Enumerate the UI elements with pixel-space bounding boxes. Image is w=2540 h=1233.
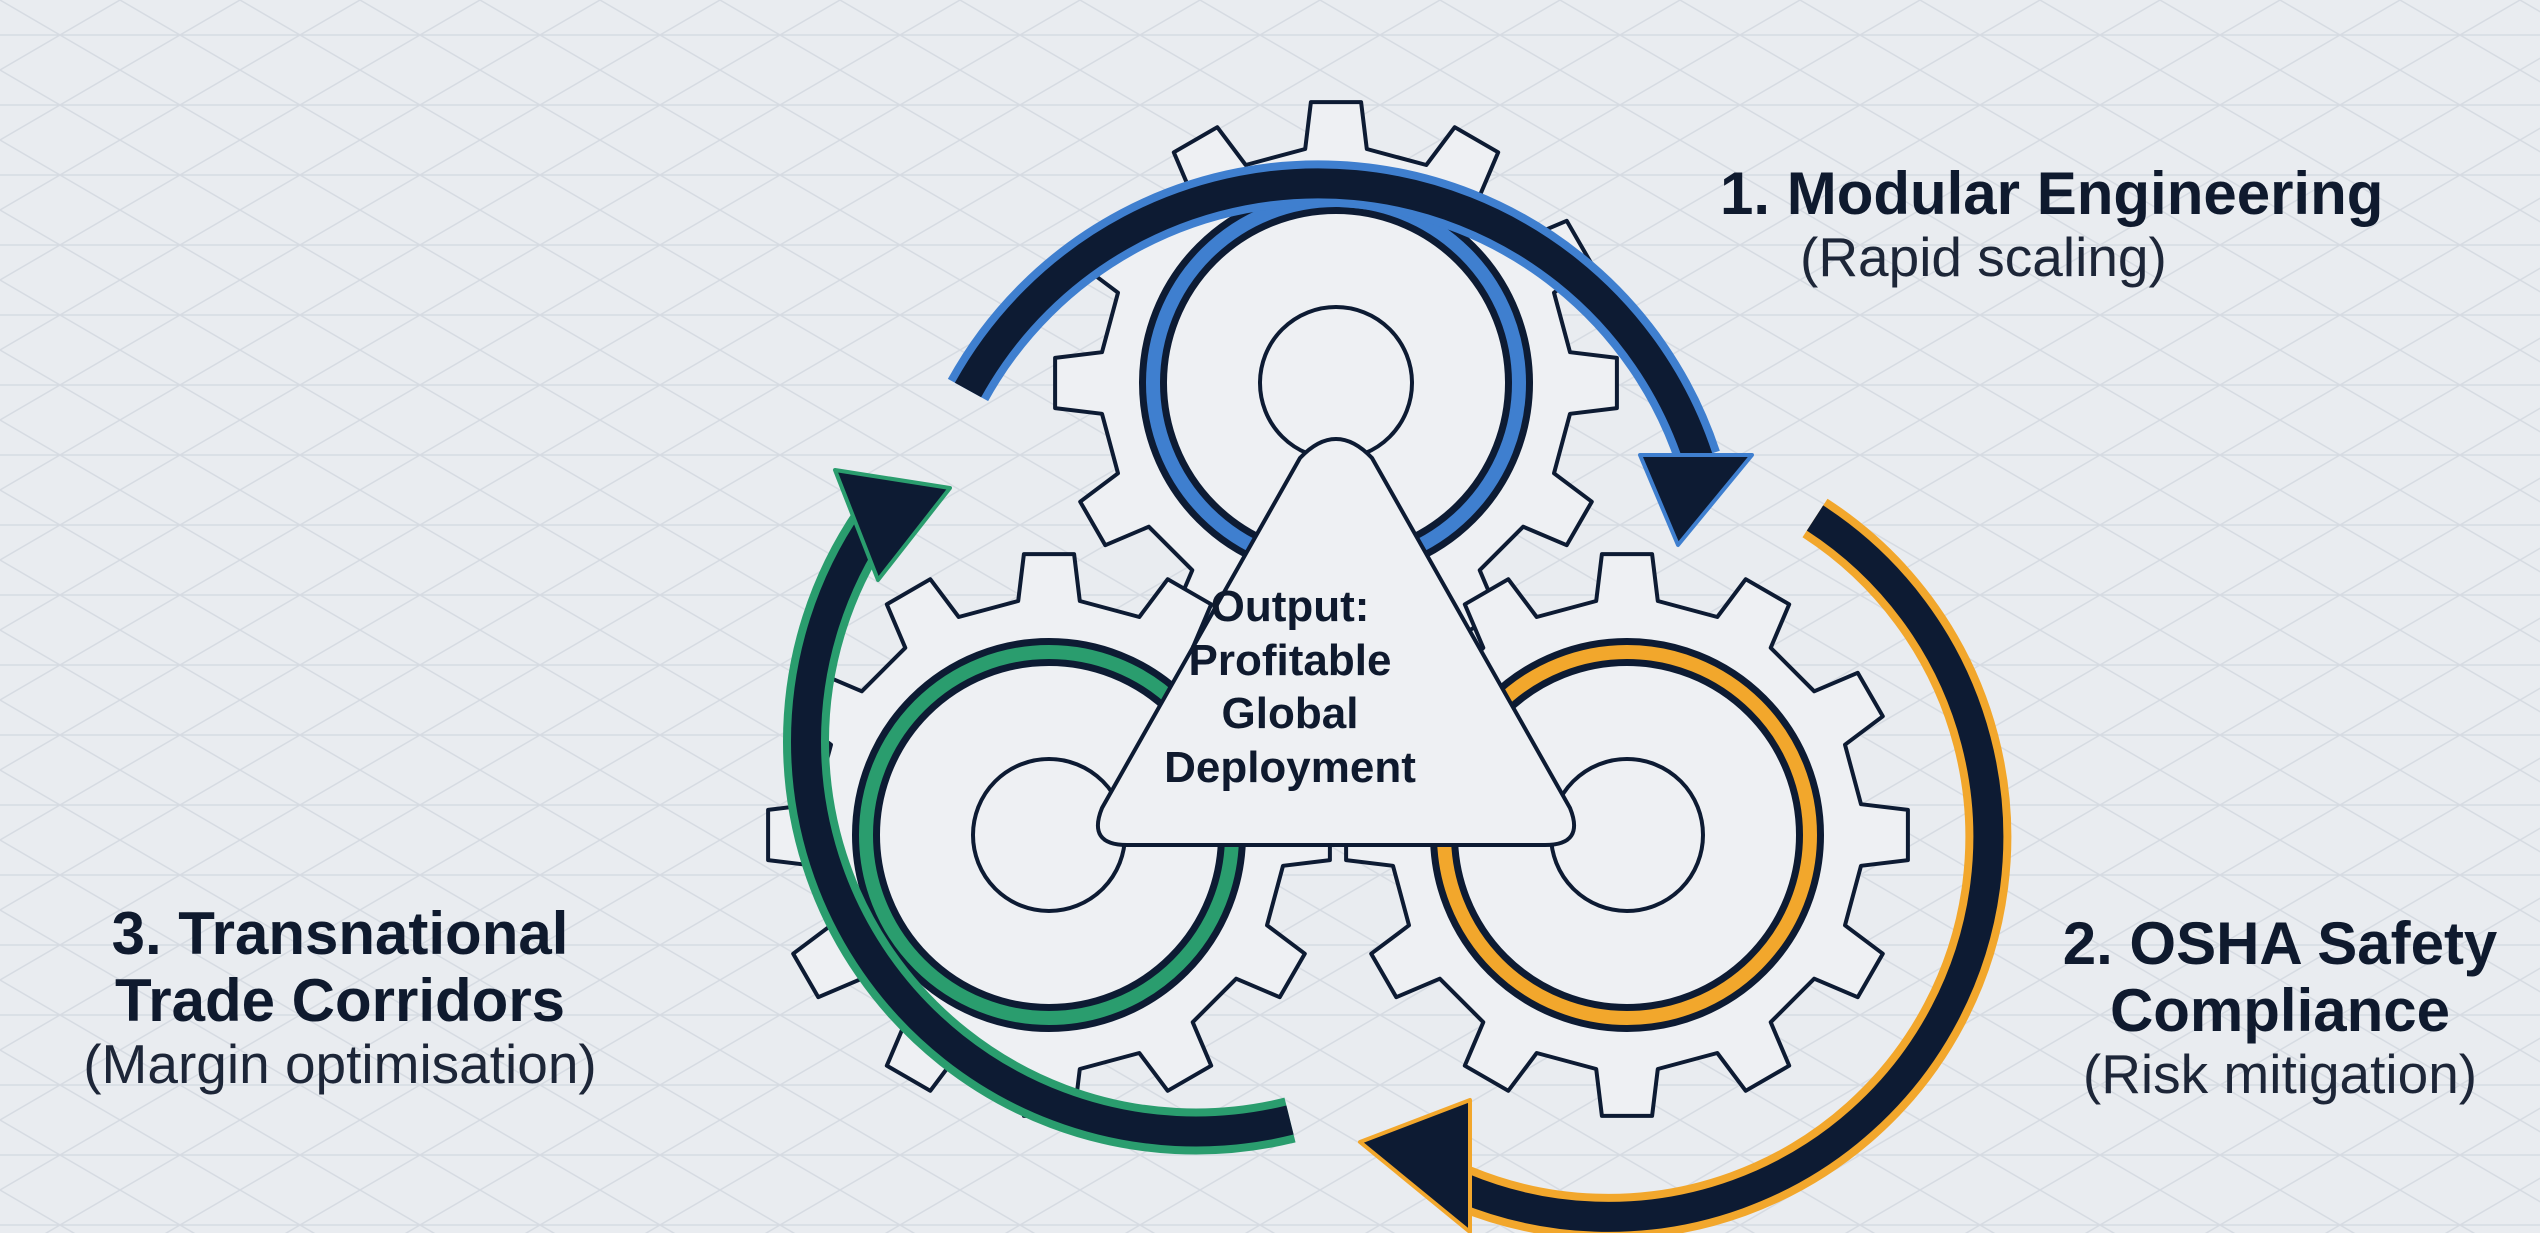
hub-top — [1258, 305, 1414, 461]
node-title: Compliance — [2109, 977, 2451, 1045]
node-title: 3. Transnational — [111, 900, 569, 967]
node-subtitle: (Risk mitigation) — [2082, 1043, 2478, 1106]
node-subtitle: (Rapid scaling) — [1800, 226, 2167, 289]
arrowhead-blue — [1638, 453, 1754, 547]
node-title: 1. Modular Engineering — [1720, 160, 2384, 227]
center-line: Output: — [1210, 582, 1370, 631]
center-output-text: Output: Profitable Global Deployment — [1140, 580, 1440, 795]
center-line: Profitable — [1188, 635, 1392, 685]
node-subtitle: (Margin optimisation) — [83, 1033, 597, 1096]
center-triangle — [1096, 437, 1576, 847]
node-title: Trade Corridors — [114, 967, 566, 1035]
node-title: 2. OSHA Safety — [2062, 910, 2498, 977]
node-label-modular-engineering: 1. Modular Engineering (Rapid scaling) — [1720, 160, 2520, 289]
arrowhead-orange — [1358, 1098, 1472, 1233]
center-line: Deployment — [1164, 743, 1416, 793]
node-label-osha-compliance: 2. OSHA Safety Compliance (Risk mitigati… — [2020, 910, 2540, 1106]
center-line: Global — [1221, 689, 1359, 739]
arrowhead-green — [833, 468, 952, 582]
node-label-trade-corridors: 3. Transnational Trade Corridors (Margin… — [0, 900, 680, 1096]
